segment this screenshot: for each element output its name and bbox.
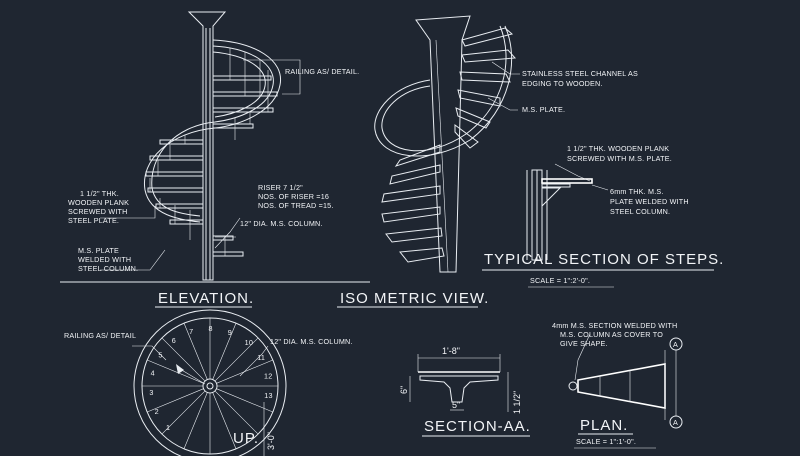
plan-detail: A A 4mm M.S. SECTION WELDED WITH M.S. CO… [552,321,683,449]
iso-plate-note: M.S. PLATE. [522,105,565,114]
step-number: 11 [257,353,265,362]
steps-scale: SCALE = 1":2'-0". [530,276,590,285]
elevation-railing-note: RAILING AS/ DETAIL. [285,67,359,76]
steps-plank-note-2: SCREWED WITH M.S. PLATE. [567,154,672,163]
plan-detail-note-2: M.S. COLUMN AS COVER TO [560,330,663,339]
plank-note-3: SCREWED WITH [68,207,128,216]
section-dim-bottom: 5" [452,400,460,410]
tread-line [147,359,204,384]
plate-note-2: WELDED WITH [78,255,131,264]
tread-line [212,392,237,449]
column-cap-icon [187,11,227,281]
plank-note-2: WOODEN PLANK [68,198,129,207]
section-aa: 1'-8" 6" 5" 1 1/2" SECTION-AA. [399,346,531,437]
plan-detail-title: PLAN. [580,417,628,434]
elevation-treads [145,75,278,257]
steps-plank-note-1: 1 1/2" THK. WOODEN PLANK [567,144,669,153]
plank-note-4: STEEL PLATE. [68,216,119,225]
plate-note-1: M.S. PLATE [78,246,119,255]
tread-line [216,388,273,413]
plan-detail-note-1: 4mm M.S. SECTION WELDED WITH [552,321,677,330]
tread-line [183,392,208,449]
plan-dimension: 3'-0" [266,432,276,450]
plank-note-1: 1 1/2" THK. [80,189,119,198]
step-number: 7 [189,327,193,336]
plan-detail-scale: SCALE = 1":1'-0". [576,437,636,446]
riser-note-1: RISER 7 1/2" [258,183,303,192]
section-title: SECTION-AA. [424,418,531,435]
plan-up-label: UP. [233,430,259,447]
tread-line [147,388,204,413]
elevation-title: ELEVATION. [158,290,254,307]
steps-plate-note-3: STEEL COLUMN. [610,207,670,216]
tread-line [214,390,259,435]
iso-channel-note-1: STAINLESS STEEL CHANNEL AS [522,69,638,78]
steps-plate-note-2: PLATE WELDED WITH [610,197,689,206]
step-number: 3 [149,388,153,397]
step-number: 1 [166,423,170,432]
step-number: 6 [172,336,176,345]
step-number: 13 [264,391,272,400]
elevation-view: RAILING AS/ DETAIL. RISER 7 1/2" NOS. OF… [60,11,370,308]
tread-line [183,323,208,380]
step-number: 4 [151,368,155,377]
tread-line [214,337,259,382]
iso-steps [381,27,517,263]
plan-railing-note: RAILING AS/ DETAIL [64,331,136,340]
riser-note-3: NOS. OF TREAD =15. [258,201,334,210]
elevation-column-note: 12" DIA. M.S. COLUMN. [240,219,323,228]
steps-title: TYPICAL SECTION OF STEPS. [484,251,724,268]
section-dim-top: 1'-8" [442,346,460,356]
plate-note-3: STEEL COLUMN. [78,264,138,273]
plan-detail-note-3: GIVE SHAPE. [560,339,608,348]
step-number: 12 [264,371,272,380]
plan-column-note: 12" DIA. M.S. COLUMN. [270,337,353,346]
section-marker-bottom-icon [669,415,683,429]
section-dim-left: 6" [399,386,409,394]
section-dim-right: 1 1/2" [512,391,522,414]
tread-line [212,323,237,380]
step-number: 8 [209,324,213,333]
tread-line [161,337,206,382]
steps-plate-note-1: 6mm THK. M.S. [610,187,664,196]
tread-line [161,390,206,435]
marker-a-top: A [673,340,678,349]
step-number: 10 [245,338,253,347]
iso-column-icon [415,15,471,273]
step-number: 9 [228,328,232,337]
section-marker-top-icon [669,337,683,351]
iso-title: ISO METRIC VIEW. [340,290,489,307]
iso-channel-note-2: EDGING TO WOODEN. [522,79,603,88]
step-number: 5 [158,350,162,359]
iso-railing-icon [374,25,512,157]
isometric-view: STAINLESS STEEL CHANNEL AS EDGING TO WOO… [337,15,638,308]
step-number: 2 [155,407,159,416]
riser-note-2: NOS. OF RISER =16 [258,192,329,201]
steps-section: 1 1/2" THK. WOODEN PLANK SCREWED WITH M.… [482,144,724,288]
marker-a-bottom: A [673,418,678,427]
